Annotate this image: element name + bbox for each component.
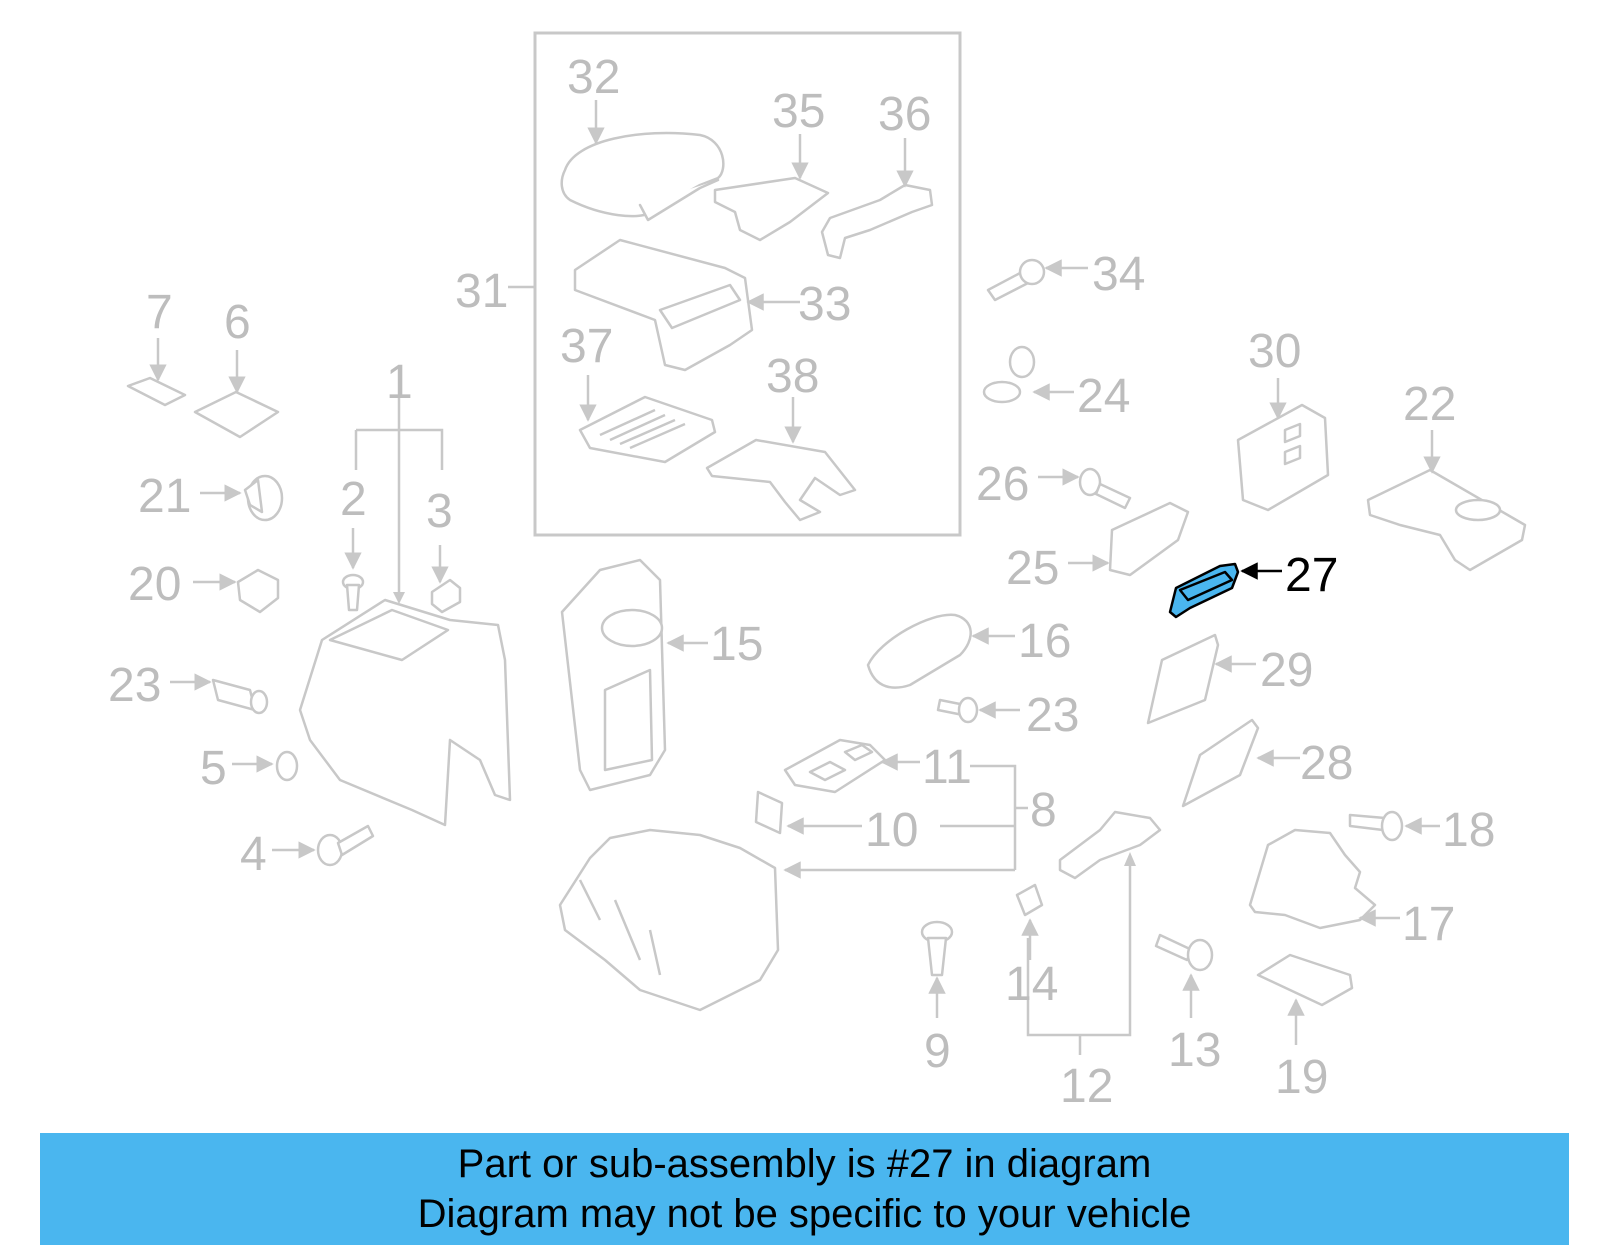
callout-24: 24 [1077,370,1130,423]
part-25-switch[interactable] [1068,501,1190,577]
callout-17: 17 [1402,898,1455,951]
callout-38: 38 [766,350,819,403]
callout-6: 6 [224,296,251,349]
banner-line-part: Part or sub-assembly is #27 in diagram [457,1142,1152,1186]
part-34-bolt[interactable] [986,258,1088,302]
part-6-pad[interactable] [193,350,280,439]
part-11-mat[interactable] [783,738,920,794]
callout-27[interactable]: 27 [1285,549,1338,602]
callout-2: 2 [340,473,367,526]
callout-28: 28 [1300,737,1353,790]
callout-34: 34 [1092,248,1145,301]
part-3-clip[interactable] [430,545,462,614]
part-4-bolt[interactable] [272,824,375,867]
callout-9: 9 [924,1025,951,1078]
info-banner: Part or sub-assembly is #27 in diagram D… [40,1133,1569,1245]
part-7-pad[interactable] [126,338,187,407]
callout-36: 36 [878,88,931,141]
callout-1: 1 [386,356,413,409]
part-26-screw[interactable] [1038,467,1132,510]
part-32-armrest-lid[interactable] [560,100,725,222]
callout-32: 32 [567,51,620,104]
part-16-handle[interactable] [866,613,1015,689]
callout-29: 29 [1260,644,1313,697]
part-30-module[interactable] [1236,378,1330,512]
part-8-lower-console[interactable] [558,764,1028,1012]
part-15-trim-panel[interactable] [560,558,708,792]
part-14-clip[interactable] [1015,883,1044,960]
callout-14: 14 [1005,958,1058,1011]
callout-26: 26 [976,458,1029,511]
part-33-armrest-base[interactable] [573,238,800,372]
part-38-bracket[interactable] [705,397,857,522]
callout-25: 25 [1006,542,1059,595]
part-21-grommet[interactable] [200,474,284,522]
part-28-cover[interactable] [1181,718,1300,808]
callout-23-left: 23 [108,659,161,712]
part-9-screw[interactable] [920,920,954,1018]
callout-31: 31 [455,265,508,318]
part-37-tray[interactable] [578,375,717,464]
parts-diagram: 32 35 36 31 33 37 38 34 24 30 22 26 25 2… [108,31,1527,1110]
callout-12: 12 [1060,1060,1113,1110]
callout-13: 13 [1168,1024,1221,1077]
armrest-assembly-box [508,31,962,537]
part-13-bolt[interactable] [1154,933,1214,1018]
callout-23-right: 23 [1026,689,1079,742]
banner-line-disclaimer: Diagram may not be specific to your vehi… [417,1192,1192,1236]
callout-4: 4 [240,828,267,881]
part-19-plate[interactable] [1256,953,1354,1045]
callout-3: 3 [426,485,453,538]
part-12-bracket[interactable] [1026,810,1162,1055]
part-29-panel[interactable] [1146,633,1256,725]
part-24-clip[interactable] [982,345,1074,404]
callout-21: 21 [138,470,191,523]
part-2-clip[interactable] [341,528,365,612]
part-23-pin-right[interactable] [936,696,1020,724]
callout-19: 19 [1275,1051,1328,1104]
part-22-bracket[interactable] [1366,430,1527,572]
callout-20: 20 [128,558,181,611]
part-18-bolt[interactable] [1348,810,1440,842]
callout-18: 18 [1442,804,1495,857]
part-23-pin-left[interactable] [170,673,269,715]
callout-10: 10 [865,804,918,857]
callout-11: 11 [922,741,972,794]
callout-22: 22 [1403,378,1456,431]
callout-37: 37 [560,320,613,373]
part-10-pad[interactable] [754,790,862,835]
part-27-highlighted[interactable] [1168,562,1282,619]
callout-33: 33 [798,278,851,331]
part-36-latch[interactable] [820,138,934,260]
part-17-bracket[interactable] [1248,828,1400,930]
part-1-console-body[interactable] [298,368,512,827]
callout-30: 30 [1248,325,1301,378]
callout-labels: 32 35 36 31 33 37 38 34 24 30 22 26 25 2… [108,51,1495,1110]
callout-8: 8 [1030,784,1057,837]
callout-15: 15 [710,618,763,671]
part-35-panel[interactable] [713,134,830,242]
part-20-clip[interactable] [193,568,280,614]
callout-7: 7 [146,286,173,339]
callout-16: 16 [1018,615,1071,668]
callout-5: 5 [200,742,227,795]
callout-35: 35 [772,85,825,138]
part-5-oring[interactable] [232,750,299,782]
